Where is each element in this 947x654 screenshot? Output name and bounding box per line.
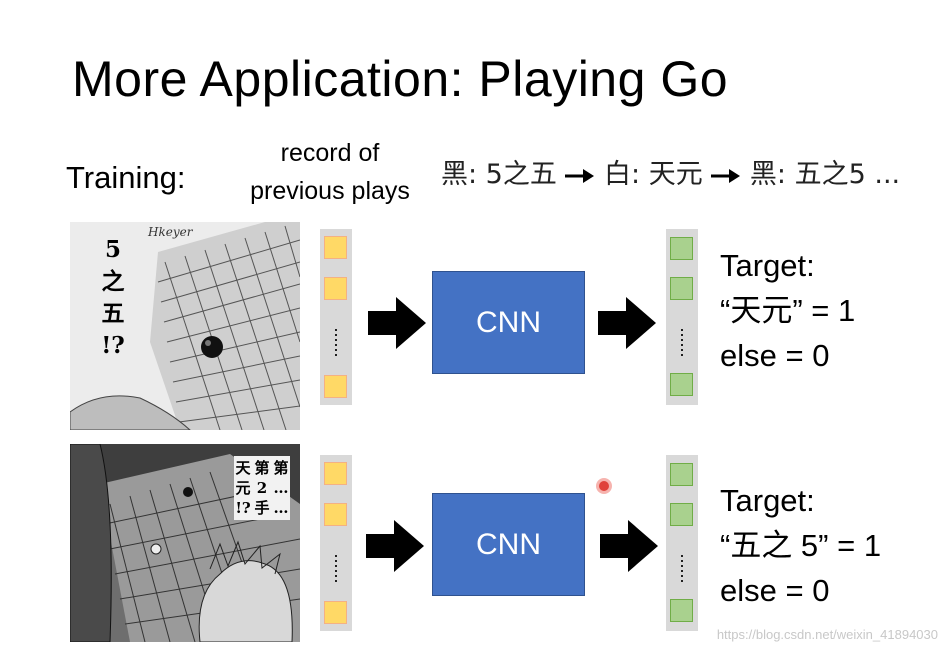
ellipsis-vertical-icon: ······ — [333, 545, 339, 590]
caption-char: … — [273, 499, 289, 517]
input-cell — [324, 462, 347, 485]
manga-caption-bottom: 天 元 !? 第 2 手 第 … … — [234, 456, 290, 520]
caption-column: 第 … … — [273, 458, 289, 518]
caption-char: 第 — [254, 459, 270, 477]
caption-char: 之 — [101, 268, 125, 295]
input-cell — [324, 601, 347, 624]
go-manga-image-bottom: 天 元 !? 第 2 手 第 … … — [70, 444, 300, 642]
caption-char: 手 — [254, 499, 270, 517]
input-vector-top: ······ — [320, 229, 352, 405]
go-board-illustration — [70, 222, 300, 430]
arrow-right-icon — [598, 297, 656, 349]
ellipsis-vertical-icon: ······ — [679, 545, 685, 590]
caption-column: 第 2 手 — [254, 458, 270, 518]
move-1: 黑: 5之五 — [441, 159, 557, 190]
cnn-box-bottom: CNN — [432, 493, 585, 596]
target-line: “天元” = 1 — [720, 293, 856, 328]
output-vector-bottom: ······ — [666, 455, 698, 631]
ellipsis-vertical-icon: ······ — [333, 319, 339, 364]
record-label: record of previous plays — [230, 134, 430, 210]
caption-char: 元 — [235, 479, 251, 497]
arrow-right-icon — [368, 297, 426, 349]
output-cell — [670, 503, 693, 526]
cnn-box-top: CNN — [432, 271, 585, 374]
move-2: 白: 天元 — [604, 159, 703, 190]
training-label: Training: — [66, 160, 186, 195]
go-manga-image-top: Hkeyer 5 之 五 !? — [70, 222, 300, 430]
manga-signature: Hkeyer — [148, 225, 193, 239]
else-line: else = 0 — [720, 573, 830, 608]
watermark: https://blog.csdn.net/weixin_41894030 — [716, 627, 938, 642]
target-title: Target: — [720, 483, 815, 518]
target-line: “五之 5” = 1 — [720, 528, 882, 563]
right-arrow-icon — [711, 168, 741, 183]
caption-char: !? — [235, 499, 251, 517]
move-sequence: 黑: 5之五 白: 天元 黑: 五之5 ... — [441, 152, 900, 191]
target-text-top: Target: “天元” = 1 else = 0 — [720, 243, 855, 378]
output-vector-top: ······ — [666, 229, 698, 405]
arrow-right-icon — [366, 520, 424, 572]
laser-pointer-dot — [599, 481, 609, 491]
target-title: Target: — [720, 248, 815, 283]
else-line: else = 0 — [720, 338, 830, 373]
input-vector-bottom: ······ — [320, 455, 352, 631]
right-arrow-icon — [565, 168, 595, 183]
input-cell — [324, 375, 347, 398]
caption-char: 5 — [104, 236, 121, 263]
output-cell — [670, 463, 693, 486]
manga-caption-top: 5 之 五 !? — [100, 234, 126, 362]
move-3: 黑: 五之5 ... — [749, 159, 901, 190]
caption-char: !? — [101, 332, 125, 359]
target-text-bottom: Target: “五之 5” = 1 else = 0 — [720, 478, 881, 613]
input-cell — [324, 277, 347, 300]
output-cell — [670, 237, 693, 260]
record-line-1: record of — [280, 139, 380, 167]
slide-title: More Application: Playing Go — [72, 51, 729, 107]
output-cell — [670, 277, 693, 300]
input-cell — [324, 503, 347, 526]
caption-char: 天 — [235, 459, 251, 477]
caption-char: 2 — [256, 479, 268, 497]
arrow-right-icon — [600, 520, 658, 572]
caption-char: 第 — [273, 459, 289, 477]
caption-char: … — [273, 479, 289, 497]
caption-column: 天 元 !? — [235, 458, 251, 518]
ellipsis-vertical-icon: ······ — [679, 319, 685, 364]
caption-char: 五 — [101, 300, 125, 327]
record-line-2: previous plays — [250, 177, 410, 205]
output-cell — [670, 373, 693, 396]
input-cell — [324, 236, 347, 259]
output-cell — [670, 599, 693, 622]
